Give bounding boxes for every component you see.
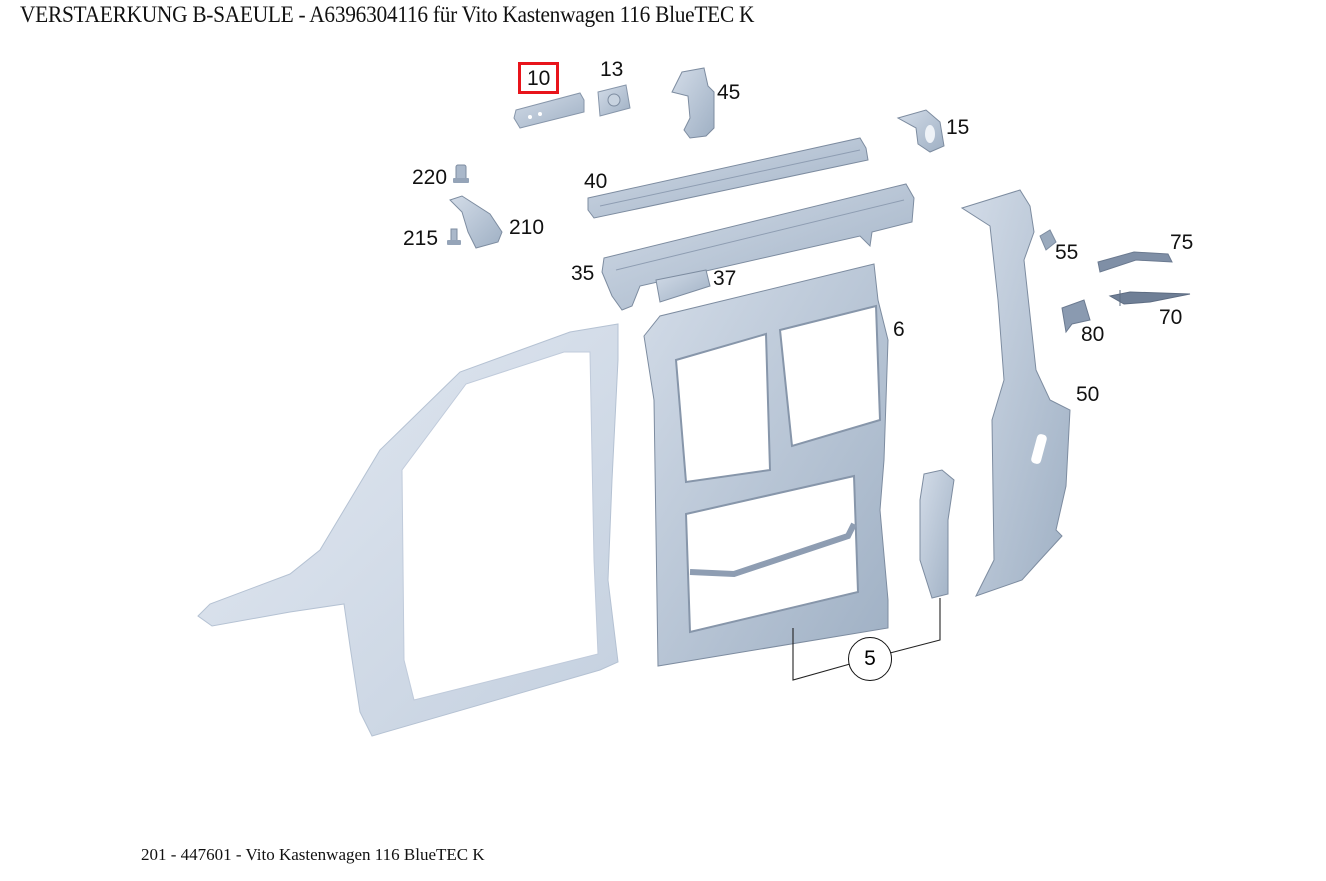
- part-label-55[interactable]: 55: [1055, 241, 1079, 264]
- part-13-nut-plate[interactable]: [597, 84, 631, 117]
- part-label-220[interactable]: 220: [412, 166, 448, 189]
- part-label-6[interactable]: 6: [893, 318, 905, 341]
- callout-5-label: 5: [864, 647, 876, 670]
- part-label-45[interactable]: 45: [717, 81, 741, 104]
- part-label-50[interactable]: 50: [1076, 383, 1100, 406]
- part-label-70[interactable]: 70: [1159, 306, 1183, 329]
- part-label-215[interactable]: 215: [403, 227, 439, 250]
- part-label-10[interactable]: 10: [517, 62, 560, 94]
- part-label-80[interactable]: 80: [1081, 323, 1105, 346]
- part-label-37[interactable]: 37: [713, 267, 737, 290]
- part-215-bolt[interactable]: [447, 228, 461, 245]
- part-37-bracket[interactable]: [655, 269, 711, 303]
- part-label-210[interactable]: 210: [509, 216, 545, 239]
- part-35-roof-rail-rear[interactable]: [601, 183, 915, 311]
- callout-5-leader-lines: [792, 598, 941, 681]
- part-label-13[interactable]: 13: [600, 58, 624, 81]
- part-45-bracket[interactable]: [671, 67, 715, 139]
- part-label-15[interactable]: 15: [946, 116, 970, 139]
- callout-5[interactable]: 5: [848, 637, 892, 681]
- part-6-side-panel[interactable]: [643, 263, 889, 667]
- part-10-reinforcement[interactable]: [513, 92, 585, 129]
- part-210-bracket[interactable]: [449, 195, 503, 249]
- footer-vehicle-info: 201 - 447601 - Vito Kastenwagen 116 Blue…: [141, 845, 485, 864]
- part-70-bracket[interactable]: [1108, 290, 1191, 306]
- part-label-35[interactable]: 35: [571, 262, 595, 285]
- part-55-nut[interactable]: [1039, 229, 1057, 251]
- part-15-bracket[interactable]: [896, 109, 945, 153]
- part-220-bolt[interactable]: [453, 164, 469, 183]
- part-5-reinforcement[interactable]: [919, 469, 955, 599]
- part-label-40[interactable]: 40: [584, 170, 608, 193]
- part-75-strip[interactable]: [1097, 251, 1173, 273]
- part-50-c-pillar[interactable]: [960, 189, 1071, 597]
- part-front-side-frame: [197, 323, 619, 737]
- page-title: VERSTAERKUNG B-SAEULE - A6396304116 für …: [20, 2, 755, 27]
- part-80-bracket[interactable]: [1061, 299, 1091, 334]
- part-40-roof-rail[interactable]: [587, 137, 869, 219]
- part-label-75[interactable]: 75: [1170, 231, 1194, 254]
